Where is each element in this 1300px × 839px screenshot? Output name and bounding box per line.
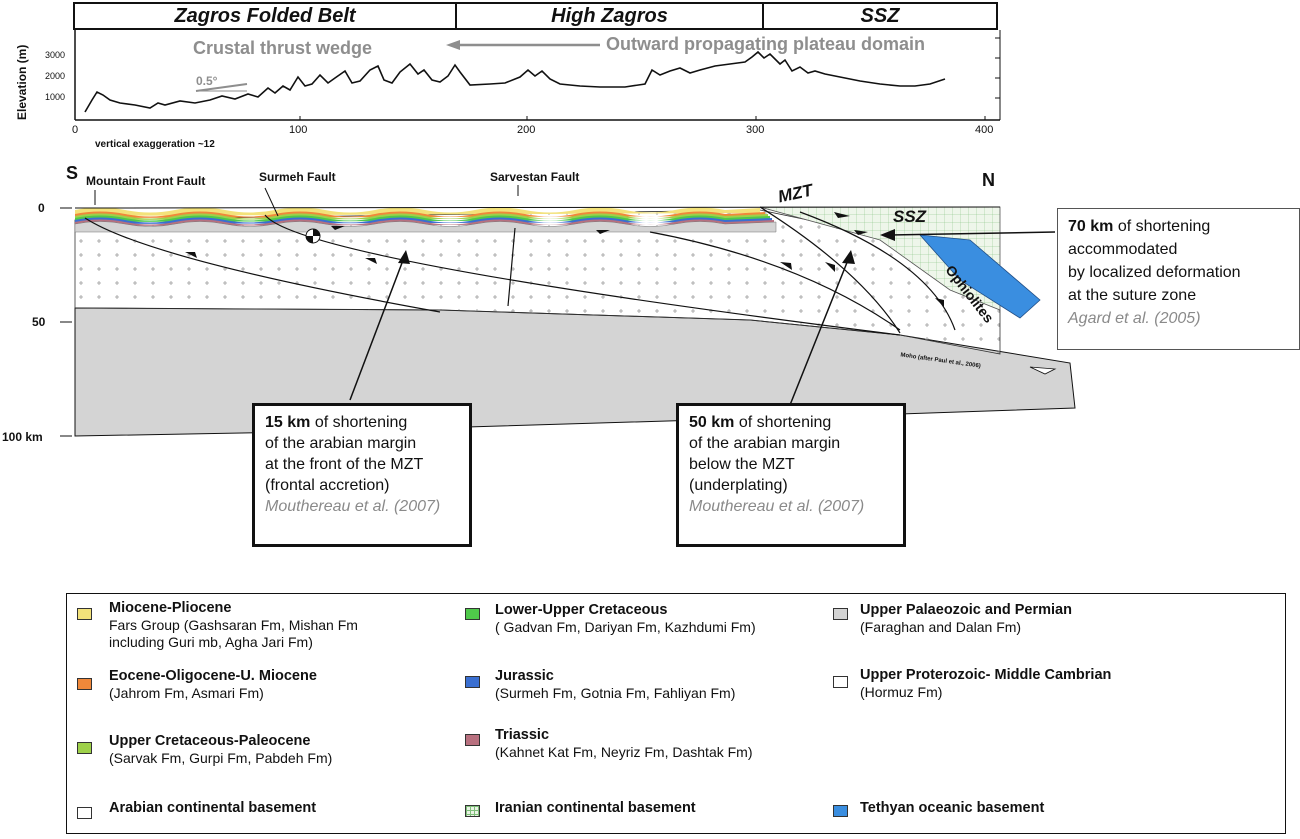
callout-50km: 50 km of shortening of the arabian margi… [676, 403, 906, 547]
band-ssz: SSZ [860, 4, 900, 27]
legend-item-upper-proterozoic: Upper Proterozoic- Middle Cambrian (Horm… [860, 667, 1112, 700]
swatch-upper-palaeozoic [833, 608, 848, 620]
domain-band: Zagros Folded Belt High Zagros SSZ [73, 2, 998, 30]
legend-item-lower-upper-cretaceous: Lower-Upper Cretaceous ( Gadvan Fm, Dari… [495, 602, 756, 635]
swatch-jurassic [465, 676, 480, 688]
surmeh-fault-label: Surmeh Fault [259, 170, 336, 184]
swatch-arabian-basement [77, 807, 92, 819]
legend-item-arabian-basement: Arabian continental basement [109, 800, 317, 816]
angle-label: 0.5° [196, 74, 218, 88]
callout-15km: 15 km of shortening of the arabian margi… [252, 403, 472, 547]
x-tick-400: 400 [975, 124, 994, 136]
swatch-upper-cretaceous-paleocene [77, 742, 92, 754]
exaggeration-note: vertical exaggeration ~12 [95, 139, 215, 150]
depth-tick-100: 100 km [2, 430, 43, 444]
swatch-triassic [465, 734, 480, 746]
x-tick-300: 300 [746, 124, 765, 136]
swatch-lower-upper-cretaceous [465, 608, 480, 620]
plateau-domain-label: Outward propagating plateau domain [606, 34, 926, 54]
band-zagros-folded-belt: Zagros Folded Belt [75, 4, 457, 28]
swatch-upper-proterozoic [833, 676, 848, 688]
y-tick-2000: 2000 [45, 71, 66, 81]
legend: Miocene-Pliocene Fars Group (Gashsaran F… [66, 593, 1286, 834]
swatch-miocene-pliocene [77, 608, 92, 620]
x-tick-0: 0 [72, 124, 79, 136]
y-tick-1000: 1000 [45, 92, 66, 102]
elevation-profile [74, 30, 1001, 121]
south-label: S [66, 163, 79, 183]
legend-item-eocene-oligocene: Eocene-Oligocene-U. Miocene (Jahrom Fm, … [109, 668, 317, 701]
depth-tick-50: 50 [32, 315, 46, 329]
mountain-front-fault-label: Mountain Front Fault [86, 174, 206, 188]
callout-70km: 70 km of shortening accommodated by loca… [1057, 208, 1300, 350]
legend-item-upper-cretaceous-paleocene: Upper Cretaceous-Paleocene (Sarvak Fm, G… [109, 733, 333, 766]
swatch-tethyan-basement [833, 805, 848, 817]
swatch-eocene-oligocene [77, 678, 92, 690]
topography-line [84, 50, 946, 113]
legend-item-miocene-pliocene: Miocene-Pliocene Fars Group (Gashsaran F… [109, 600, 358, 650]
ophiolites-body [919, 234, 1041, 319]
swatch-iranian-basement [465, 805, 480, 817]
x-tick-200: 200 [517, 124, 536, 136]
legend-item-iranian-basement: Iranian continental basement [495, 800, 696, 816]
legend-item-tethyan-basement: Tethyan oceanic basement [860, 800, 1045, 816]
ssz-label: SSZ [893, 207, 927, 226]
y-tick-3000: 3000 [45, 50, 66, 60]
legend-item-jurassic: Jurassic (Surmeh Fm, Gotnia Fm, Fahliyan… [495, 668, 736, 701]
angle-line [195, 83, 248, 92]
legend-item-triassic: Triassic (Kahnet Kat Fm, Neyriz Fm, Dash… [495, 727, 753, 760]
sarvestan-fault-label: Sarvestan Fault [490, 170, 580, 184]
x-tick-100: 100 [289, 124, 308, 136]
depth-tick-0: 0 [38, 201, 45, 215]
band-high-zagros: High Zagros [457, 4, 764, 28]
crustal-thrust-wedge-label: Crustal thrust wedge [193, 38, 373, 58]
north-label: N [982, 170, 995, 190]
legend-item-upper-palaeozoic: Upper Palaeozoic and Permian (Faraghan a… [860, 602, 1072, 635]
